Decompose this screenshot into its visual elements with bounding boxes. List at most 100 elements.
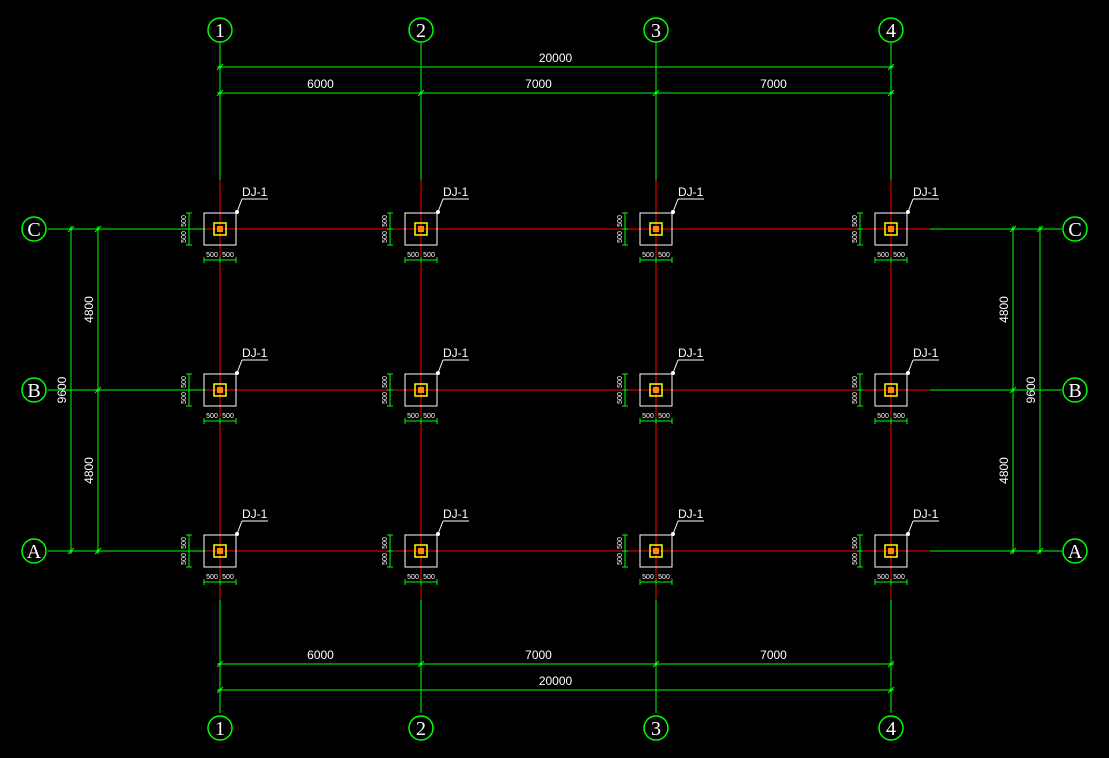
axis-bubble-top: 3 bbox=[643, 17, 669, 43]
dimension-node bbox=[889, 688, 893, 692]
column-outline bbox=[649, 383, 663, 397]
dimension-node bbox=[69, 227, 73, 231]
footing-dim-label: 500 bbox=[852, 376, 859, 388]
axis-bubble-right: C bbox=[1062, 216, 1088, 242]
axis-bubble-circle bbox=[878, 17, 904, 43]
axis-bubble-label: 2 bbox=[416, 20, 426, 42]
column-core bbox=[653, 387, 659, 393]
footing-outline bbox=[874, 534, 908, 568]
axis-bubble-label: 3 bbox=[651, 20, 661, 42]
column-core bbox=[888, 387, 894, 393]
footing-dim-label: 500 bbox=[382, 376, 389, 388]
column-outline bbox=[414, 222, 428, 236]
axis-bubble-left: B bbox=[21, 377, 47, 403]
footing-dim-label: 500 bbox=[206, 252, 218, 259]
axis-bubble-circle bbox=[408, 715, 434, 741]
axis-bubble-bottom: 2 bbox=[408, 715, 434, 741]
footing-dim-label: 500 bbox=[617, 537, 624, 549]
dimension-node bbox=[654, 91, 658, 95]
footing-dim-label: 500 bbox=[407, 252, 419, 259]
axis-bubble-label: 1 bbox=[215, 718, 225, 740]
footing-dim-label: 500 bbox=[852, 392, 859, 404]
column-core bbox=[653, 548, 659, 554]
footing-outline bbox=[203, 212, 237, 246]
dimension-node bbox=[1038, 549, 1042, 553]
footing-dim-label: 500 bbox=[181, 553, 188, 565]
axis-bubble-label: 4 bbox=[886, 718, 896, 740]
footing-dim-label: 500 bbox=[658, 413, 670, 420]
footing-dim-label: 500 bbox=[617, 376, 624, 388]
axis-bubble-top: 1 bbox=[207, 17, 233, 43]
footing-dim-label: 500 bbox=[893, 413, 905, 420]
axis-bubble-bottom: 3 bbox=[643, 715, 669, 741]
dimension-node bbox=[889, 662, 893, 666]
column-core bbox=[418, 387, 424, 393]
column-outline bbox=[884, 383, 898, 397]
dimension-label: 4800 bbox=[997, 296, 1011, 323]
axis-bubble-circle bbox=[878, 715, 904, 741]
footing-label: DJ-1 bbox=[678, 346, 704, 360]
dimension-node bbox=[1011, 549, 1015, 553]
footing-dim-label: 500 bbox=[617, 231, 624, 243]
footing-dim-label: 500 bbox=[382, 553, 389, 565]
footing-dim-label: 500 bbox=[407, 574, 419, 581]
axis-bubble-right: A bbox=[1062, 538, 1088, 564]
footing-dim-label: 500 bbox=[852, 215, 859, 227]
dimension-label: 9600 bbox=[1024, 376, 1038, 403]
footing-label: DJ-1 bbox=[913, 346, 939, 360]
footing-outline bbox=[639, 534, 673, 568]
axis-bubble-circle bbox=[643, 17, 669, 43]
axis-bubble-label: C bbox=[27, 219, 40, 241]
axis-bubble-left: A bbox=[21, 538, 47, 564]
axis-bubble-circle bbox=[1062, 538, 1088, 564]
column-core bbox=[217, 548, 223, 554]
dimension-label: 6000 bbox=[307, 77, 334, 91]
dimension-node bbox=[218, 688, 222, 692]
footing-dim-label: 500 bbox=[658, 574, 670, 581]
footing-outline bbox=[639, 212, 673, 246]
footing-dim-label: 500 bbox=[852, 537, 859, 549]
dimension-node bbox=[218, 91, 222, 95]
dimension-node bbox=[96, 549, 100, 553]
column-outline bbox=[649, 222, 663, 236]
dimension-node bbox=[218, 662, 222, 666]
footing-label: DJ-1 bbox=[443, 507, 469, 521]
footing-dim-label: 500 bbox=[617, 392, 624, 404]
dimension-label: 4800 bbox=[82, 457, 96, 484]
dimension-label: 20000 bbox=[539, 674, 573, 688]
dimension-node bbox=[889, 91, 893, 95]
footing-dim-label: 500 bbox=[382, 537, 389, 549]
footing-dim-label: 500 bbox=[382, 231, 389, 243]
footing-dim-label: 500 bbox=[222, 413, 234, 420]
footing-dim-label: 500 bbox=[423, 252, 435, 259]
footing-dim-label: 500 bbox=[423, 413, 435, 420]
dimension-node bbox=[218, 65, 222, 69]
column-outline bbox=[213, 222, 227, 236]
footing-dim-label: 500 bbox=[893, 252, 905, 259]
leader-line bbox=[236, 198, 243, 213]
footing-outline bbox=[203, 373, 237, 407]
column-core bbox=[418, 548, 424, 554]
column-outline bbox=[213, 383, 227, 397]
footing-dim-label: 500 bbox=[181, 537, 188, 549]
footing-dj-1: DJ-1 500 500 500 500 bbox=[382, 185, 469, 263]
dimension-node bbox=[1011, 227, 1015, 231]
dimension-node bbox=[96, 227, 100, 231]
dimension-node bbox=[1011, 388, 1015, 392]
dimension-node bbox=[69, 549, 73, 553]
axis-bubble-circle bbox=[21, 538, 47, 564]
column-core bbox=[653, 226, 659, 232]
footing-dim-label: 500 bbox=[382, 392, 389, 404]
footing-dim-label: 500 bbox=[642, 252, 654, 259]
footing-label: DJ-1 bbox=[443, 185, 469, 199]
axis-bubble-circle bbox=[1062, 377, 1088, 403]
footing-dim-label: 500 bbox=[382, 215, 389, 227]
footing-outline bbox=[404, 373, 438, 407]
footing-dim-label: 500 bbox=[407, 413, 419, 420]
